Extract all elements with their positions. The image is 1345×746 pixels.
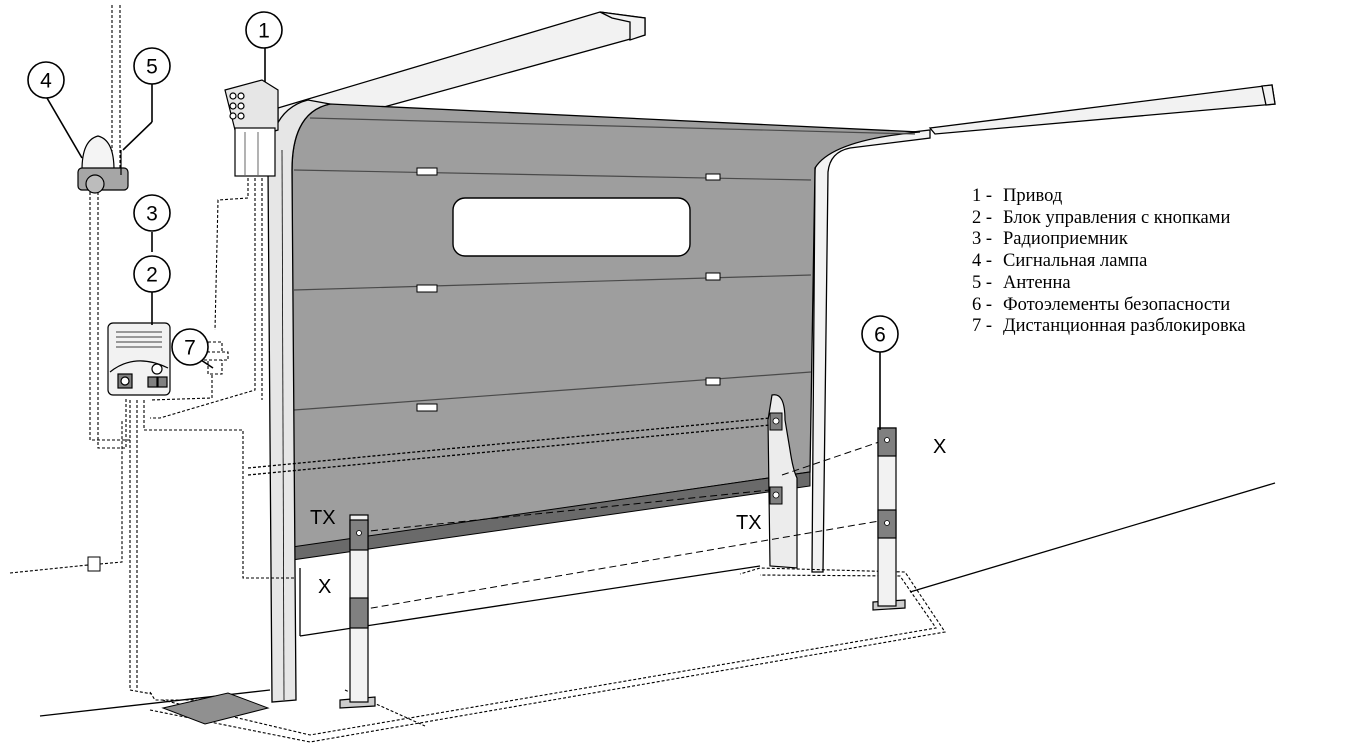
callout-1-number: 1 [258, 20, 270, 43]
callout-7: 7 [171, 328, 209, 366]
tx-label-right: TX [736, 512, 762, 534]
legend-item-label: Привод [1003, 186, 1063, 206]
legend-item-number: 7 - [972, 316, 993, 337]
left-photocell-post [339, 514, 376, 709]
right-bracket [767, 394, 798, 569]
callout-2-number: 2 [146, 264, 158, 287]
callout-2: 2 [133, 255, 171, 293]
remote-release [201, 341, 229, 375]
warning-lamp [77, 135, 129, 194]
callout-3-number: 3 [146, 203, 158, 226]
legend: 1 -Привод 2 -Блок управления с кнопками … [972, 186, 1246, 338]
callout-6-number: 6 [874, 324, 886, 347]
legend-item: 1 - Привод [972, 186, 1246, 208]
x-label-left: X [318, 576, 331, 598]
legend-item: 3 - Радиоприемник [972, 229, 1246, 251]
right-photocell-post [872, 427, 906, 611]
callout-1: 1 [245, 11, 283, 49]
leader-lines [46, 48, 881, 430]
panel-hinges [416, 167, 721, 412]
wiring [9, 5, 946, 743]
legend-item-number: 6 - [972, 294, 993, 315]
control-unit [107, 322, 171, 396]
legend-item-label: Дистанционная разблокировка [1003, 316, 1246, 337]
callout-3: 3 [133, 194, 171, 232]
legend-item-label: Фотоэлементы безопасности [1003, 294, 1231, 315]
right-track [928, 84, 1276, 135]
door-window [452, 197, 691, 257]
x-label-right: X [933, 436, 946, 458]
right-jamb [811, 129, 931, 573]
legend-item-number: 2 - [972, 207, 993, 228]
legend-item: 6 - Фотоэлементы безопасности [972, 295, 1246, 317]
legend-item-label: Блок управления с кнопками [1003, 207, 1231, 228]
callout-6: 6 [861, 315, 899, 353]
floor-lines [39, 482, 1276, 717]
legend-item-label: Сигнальная лампа [1003, 251, 1148, 272]
legend-item: 4 - Сигнальная лампа [972, 251, 1246, 273]
callout-5: 5 [133, 47, 171, 85]
legend-item-label: Радиоприемник [1003, 229, 1128, 250]
legend-item-number: 3 - [972, 229, 993, 250]
legend-item-number: 4 - [972, 251, 993, 272]
photocell-beams [359, 439, 886, 611]
panel-top-curve [309, 117, 916, 135]
floor-mat [161, 692, 270, 725]
callout-5-number: 5 [146, 56, 158, 79]
callout-4: 4 [27, 61, 65, 99]
legend-item: 5 - Антенна [972, 273, 1246, 295]
tx-label-left: TX [310, 507, 336, 529]
motor-drive [224, 79, 279, 177]
legend-item-label: Антенна [1003, 272, 1071, 293]
legend-item: 2 - Блок управления с кнопками [972, 208, 1246, 230]
legend-item-number: 5 - [972, 272, 993, 293]
legend-item: 7 - Дистанционная разблокировка [972, 316, 1246, 338]
callout-4-number: 4 [40, 70, 52, 93]
panel-seams [293, 169, 812, 411]
callout-7-number: 7 [184, 337, 196, 360]
legend-item-number: 1 - [972, 186, 993, 206]
junction-box [87, 556, 101, 572]
